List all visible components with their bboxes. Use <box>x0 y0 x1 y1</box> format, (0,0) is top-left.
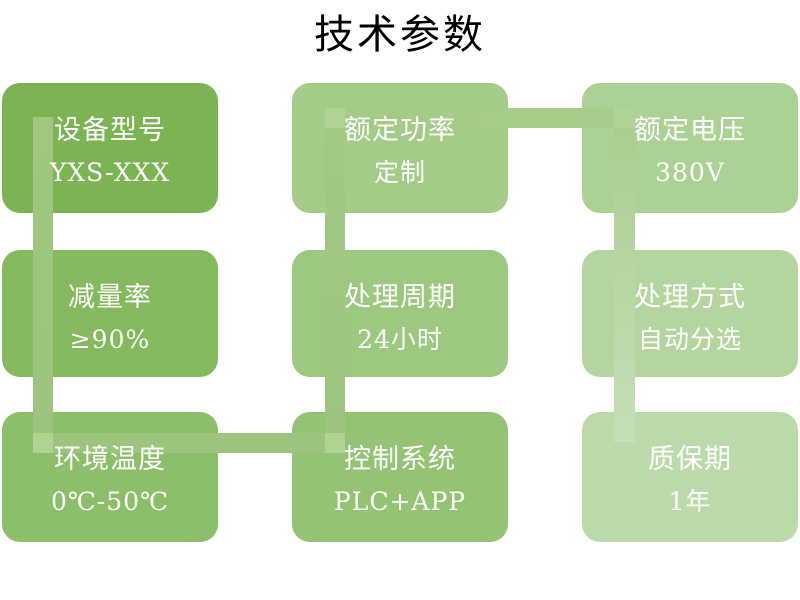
connector-joint <box>33 433 53 453</box>
connector-top-horizontal <box>325 108 635 128</box>
param-value: PLC+APP <box>333 487 467 516</box>
connector-joint <box>325 108 345 128</box>
param-label: 质保期 <box>648 444 732 475</box>
param-label: 减量率 <box>68 282 152 313</box>
param-value: 380V <box>655 158 725 187</box>
param-label: 控制系统 <box>344 444 456 475</box>
connector-right-vertical <box>614 108 635 442</box>
param-value: 1年 <box>668 487 712 516</box>
box-processing-cycle: 处理周期 24小时 <box>292 250 508 377</box>
param-label: 处理方式 <box>634 282 746 313</box>
param-label: 额定电压 <box>634 115 746 146</box>
connector-left-vertical <box>33 117 53 453</box>
param-label: 额定功率 <box>344 115 456 146</box>
connector-joint <box>325 433 345 453</box>
connector-bottom-horizontal <box>33 433 345 453</box>
param-value: YXS-XXX <box>49 158 171 187</box>
param-value: 0℃-50℃ <box>50 487 170 516</box>
connector-joint <box>614 108 635 128</box>
param-value: 定制 <box>373 158 426 187</box>
slide-title: 技术参数 <box>314 12 486 58</box>
param-value: 自动分选 <box>637 325 742 354</box>
param-label: 设备型号 <box>54 115 166 146</box>
connector-middle-vertical <box>325 108 345 453</box>
param-value: ≥90% <box>69 325 151 354</box>
param-value: 24小时 <box>357 325 443 354</box>
param-label: 环境温度 <box>54 444 166 475</box>
param-label: 处理周期 <box>344 282 456 313</box>
